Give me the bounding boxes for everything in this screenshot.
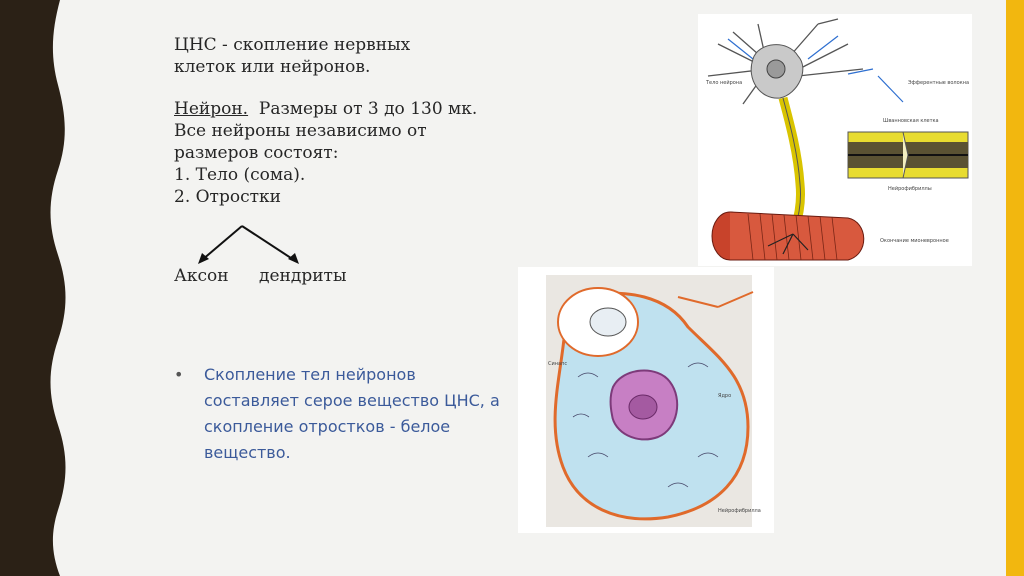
dendrites-label: дендриты	[259, 266, 347, 286]
svg-text:Нейрофибриллы: Нейрофибриллы	[888, 185, 932, 192]
neuron-diagram-image: Тело нейрона Эфферентные волокна Шваннов…	[698, 14, 972, 266]
branch-arrows	[198, 225, 299, 264]
svg-text:Эфферентные волокна: Эфферентные волокна	[908, 80, 969, 86]
bullet-dot: •	[174, 365, 184, 384]
bullet-text: Скопление тел нейронов составляет серое …	[204, 365, 500, 462]
neuron-cell-illustration-image: Синапс Ядро Нейрофибрилла	[518, 267, 774, 533]
svg-text:Шванновская клетка: Шванновская клетка	[883, 118, 939, 124]
body-line-2: размеров состоят:	[174, 143, 339, 163]
svg-text:Окончание мионевронное: Окончание мионевронное	[880, 238, 949, 244]
wavy-left-border	[0, 0, 66, 576]
body-line-4: 2. Отростки	[174, 187, 281, 207]
svg-text:Тело нейрона: Тело нейрона	[705, 79, 742, 86]
body-line-3: 1. Тело (сома).	[174, 165, 306, 185]
axon-label: Аксон	[174, 266, 229, 286]
svg-text:Ядро: Ядро	[718, 393, 731, 399]
neuron-size-text: Размеры от 3 до 130 мк.	[248, 99, 478, 119]
svg-text:Синапс: Синапс	[548, 361, 567, 367]
neuron-size-line: Нейрон. Размеры от 3 до 130 мк.	[174, 98, 477, 120]
body-line-1: Все нейроны независимо от	[174, 121, 427, 141]
main-text: ЦНС - скопление нервных клеток или нейро…	[174, 34, 477, 208]
right-accent-bar	[1006, 0, 1024, 576]
bullet-item: • Скопление тел нейронов составляет серо…	[174, 362, 504, 466]
neuron-heading: Нейрон.	[174, 99, 249, 119]
intro-line-2: клеток или нейронов.	[174, 57, 371, 77]
intro-line-1: ЦНС - скопление нервных	[174, 35, 411, 55]
svg-text:Нейрофибрилла: Нейрофибрилла	[718, 507, 761, 514]
